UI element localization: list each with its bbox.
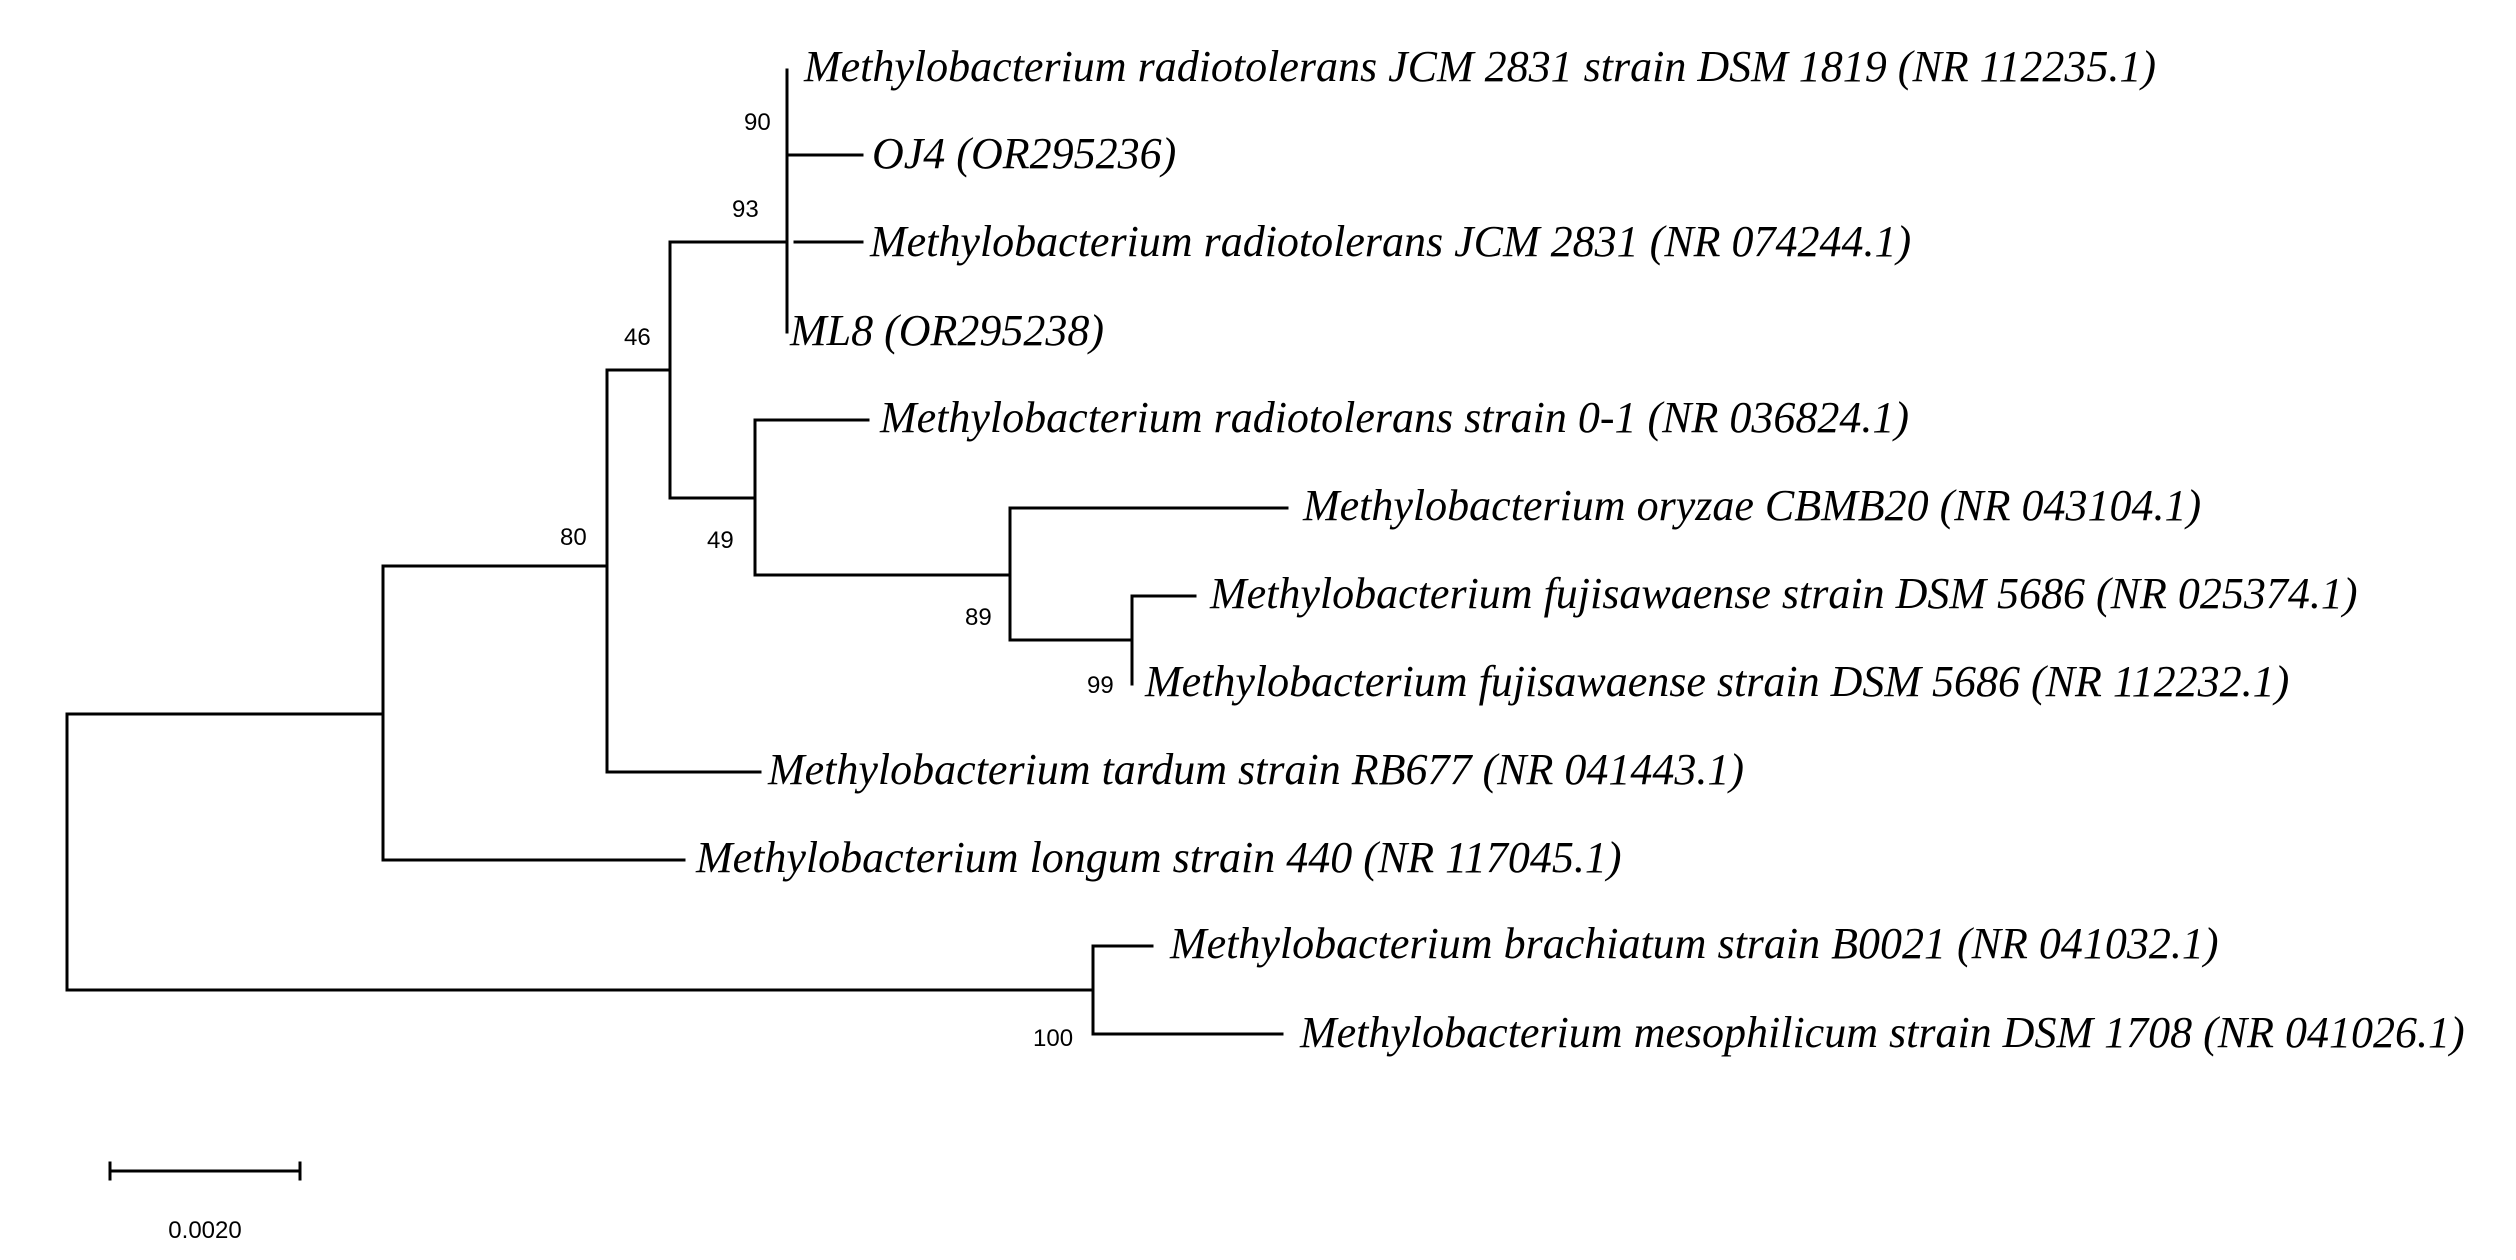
taxon-label: Methylobacterium oryzae CBMB20 (NR 04310… <box>1302 481 2201 530</box>
bootstrap-value: 89 <box>965 604 992 631</box>
bootstrap-value: 93 <box>732 196 759 223</box>
taxon-label: OJ4 (OR295236) <box>872 129 1176 178</box>
scale-bar-label: 0.0020 <box>168 1217 241 1244</box>
taxon-label: Methylobacterium longum strain 440 (NR 1… <box>695 833 1622 882</box>
taxon-label: Methylobacterium fujisawaense strain DSM… <box>1144 657 2289 706</box>
bootstrap-value: 46 <box>624 324 651 351</box>
bootstrap-value: 80 <box>560 524 587 551</box>
scale-bar: 0.0020 <box>108 1161 302 1244</box>
taxon-label: Methylobacterium radiotolerans strain 0-… <box>879 393 1909 442</box>
taxon-label: ML8 (OR295238) <box>789 306 1104 355</box>
bootstrap-value: 100 <box>1033 1025 1073 1052</box>
bootstrap-values: 90 93 46 49 89 99 80 100 <box>560 109 1114 1052</box>
bootstrap-value: 90 <box>744 109 771 136</box>
taxon-label: Methylobacterium tardum strain RB677 (NR… <box>767 745 1744 794</box>
bootstrap-value: 99 <box>1087 672 1114 699</box>
taxon-label: Methylobacterium mesophilicum strain DSM… <box>1299 1008 2465 1057</box>
tree-branches <box>65 68 1289 1036</box>
taxon-label: Methylobacterium radiotolerans JCM 2831 … <box>869 217 1911 266</box>
taxon-label: Methylobacterium brachiatum strain B0021… <box>1169 919 2219 968</box>
taxon-label: Methylobacterium radiotolerans JCM 2831 … <box>803 42 2156 91</box>
taxon-labels: Methylobacterium radiotolerans JCM 2831 … <box>695 42 2465 1057</box>
bootstrap-value: 49 <box>707 527 734 554</box>
taxon-label: Methylobacterium fujisawaense strain DSM… <box>1209 569 2358 618</box>
